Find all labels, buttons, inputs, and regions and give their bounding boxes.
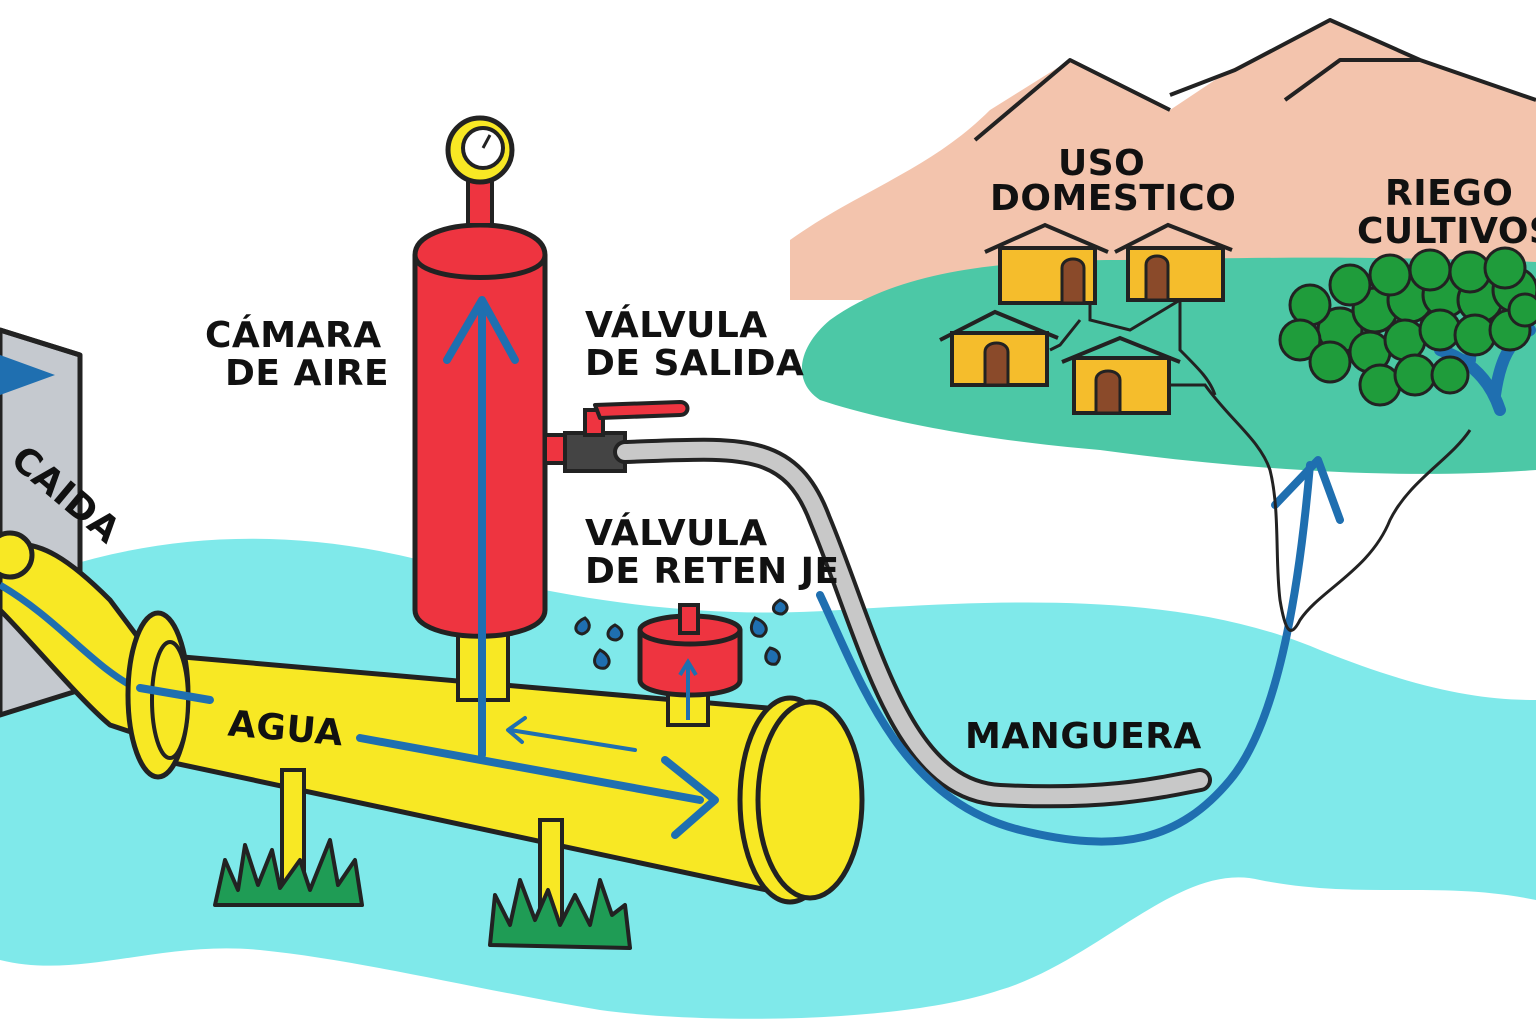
manguera-label: MANGUERA (965, 716, 1202, 757)
svg-text:VÁLVULA: VÁLVULA (585, 304, 768, 346)
valvula-de-salida-label: VÁLVULA DE SALIDA (585, 304, 804, 384)
svg-text:DE RETEN JE: DE RETEN JE (585, 551, 840, 592)
house-icon (1114, 222, 1233, 302)
check-valve (637, 603, 743, 727)
distribution-lines (1049, 297, 1472, 632)
svg-text:CÁMARA: CÁMARA (205, 314, 382, 356)
hose (613, 437, 1212, 809)
pressure-gauge-icon (445, 115, 515, 185)
valvula-de-retencion-label: VÁLVULA DE RETEN JE (585, 512, 840, 592)
svg-text:DE AIRE: DE AIRE (225, 353, 389, 394)
svg-text:RIEGO: RIEGO (1385, 173, 1513, 214)
house-icon (1061, 335, 1181, 415)
water-drop-icon (574, 598, 789, 670)
flow-arrows (136, 296, 1344, 846)
grass-icon (213, 838, 364, 907)
mountains (790, 18, 1536, 300)
svg-text:DOMESTICO: DOMESTICO (990, 178, 1236, 219)
agua-label: AGUA (226, 704, 345, 755)
tree-icon (1278, 246, 1536, 416)
house-icon (939, 309, 1059, 387)
house-icon (984, 222, 1109, 305)
svg-text:VÁLVULA: VÁLVULA (585, 512, 768, 554)
grass-icon (488, 878, 632, 950)
riego-cultivos-label: RIEGO CULTIVOS (1357, 173, 1536, 252)
pipe-end-cap (737, 695, 865, 905)
svg-text:DE SALIDA: DE SALIDA (585, 343, 804, 384)
camara-de-aire-label: CÁMARA DE AIRE (205, 314, 389, 394)
uso-domestico-label: USO DOMESTICO (990, 143, 1236, 219)
svg-text:CULTIVOS: CULTIVOS (1357, 211, 1536, 252)
svg-text:USO: USO (1058, 143, 1145, 184)
